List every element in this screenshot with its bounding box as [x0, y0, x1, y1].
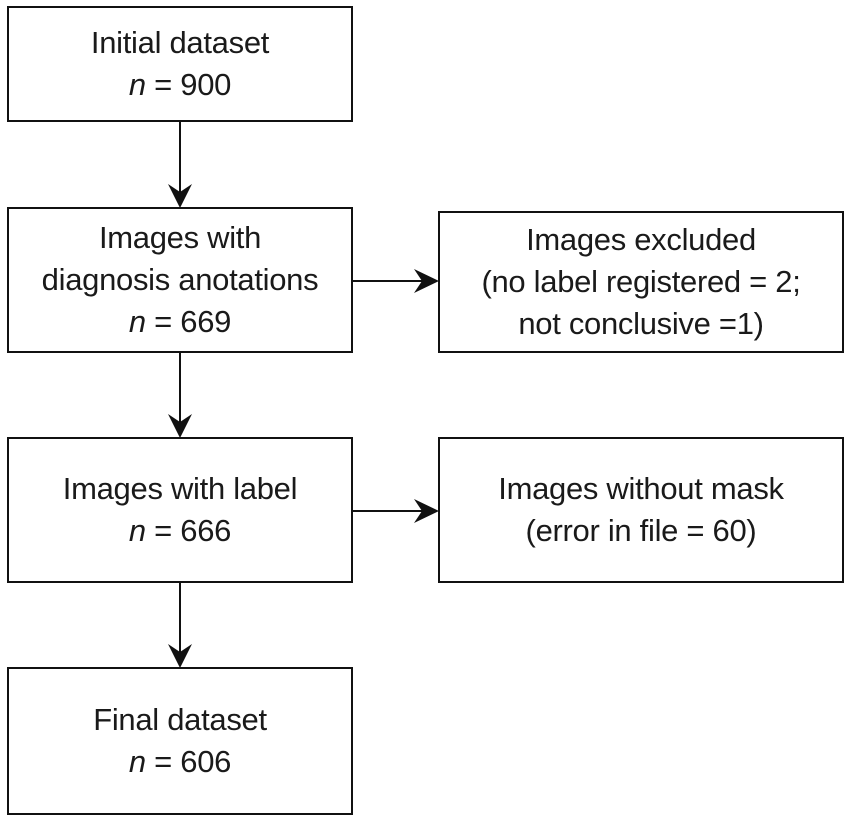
initial-dataset-box: Initial dataset n = 900	[7, 6, 353, 122]
without-mask-line-1: Images without mask	[498, 471, 784, 506]
excluded-line-3: not conclusive =1)	[518, 306, 764, 341]
count-value: = 900	[145, 67, 232, 102]
final-dataset-count: n = 606	[128, 741, 232, 783]
initial-dataset-title: Initial dataset	[90, 25, 270, 60]
arrowhead-label-to-final	[168, 644, 192, 668]
with-label-box: Images with label n = 666	[7, 437, 353, 583]
n-symbol: n	[128, 67, 146, 102]
annotations-box: Images with diagnosis anotations n = 669	[7, 207, 353, 353]
annotations-count: n = 669	[128, 301, 232, 343]
with-label-count: n = 666	[128, 510, 232, 552]
n-symbol: n	[128, 304, 146, 339]
annotations-line-2: diagnosis anotations	[41, 262, 319, 297]
count-value: = 606	[145, 744, 232, 779]
annotations-line-1: Images with	[98, 220, 262, 255]
final-dataset-title: Final dataset	[93, 702, 267, 737]
initial-dataset-count: n = 900	[128, 64, 232, 106]
arrowhead-annotations-to-label	[168, 414, 192, 438]
without-mask-box: Images without mask (error in file = 60)	[438, 437, 844, 583]
arrowhead-annotations-to-excluded	[414, 269, 439, 293]
excluded-line-1: Images excluded	[526, 222, 756, 257]
count-value: = 666	[145, 513, 232, 548]
without-mask-line-2: (error in file = 60)	[525, 513, 757, 548]
excluded-box: Images excluded (no label registered = 2…	[438, 211, 844, 353]
arrowhead-initial-to-annotations	[168, 184, 192, 208]
count-value: = 669	[145, 304, 232, 339]
n-symbol: n	[128, 513, 146, 548]
with-label-title: Images with label	[62, 471, 298, 506]
excluded-line-2: (no label registered = 2;	[481, 264, 801, 299]
arrowhead-label-to-without-mask	[414, 499, 439, 523]
n-symbol: n	[128, 744, 146, 779]
final-dataset-box: Final dataset n = 606	[7, 667, 353, 815]
